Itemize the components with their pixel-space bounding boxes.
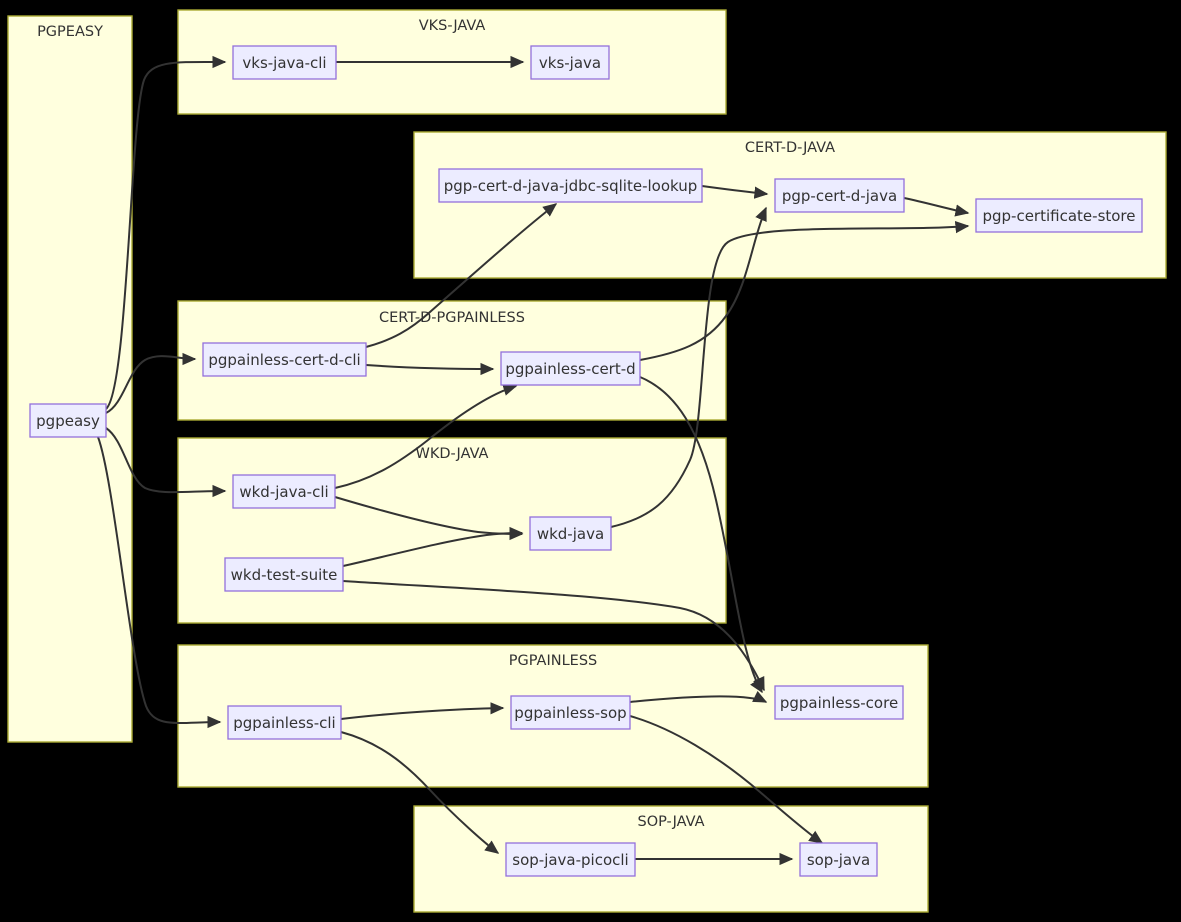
cluster-box <box>177 437 727 624</box>
node-label: pgpainless-core <box>780 694 898 712</box>
node-label: pgpainless-cert-d <box>505 360 635 378</box>
cluster-label: WKD-JAVA <box>416 446 489 462</box>
graph-node[interactable]: pgp-certificate-store <box>975 198 1143 233</box>
graph-edge <box>342 526 524 567</box>
graph-node[interactable]: pgpainless-core <box>774 685 904 720</box>
node-layer: pgpeasy vks-java-cli vks-java pgp-cert-d-ja… <box>29 45 1143 877</box>
node-box[interactable] <box>505 842 636 877</box>
graph-edge <box>639 376 763 694</box>
cluster-label: PGPAINLESS <box>509 653 598 669</box>
node-box[interactable] <box>500 351 641 386</box>
graph-edge <box>105 352 197 414</box>
cluster-label: PGPEASY <box>37 24 103 40</box>
graph-node[interactable]: wkd-java-cli <box>232 474 336 509</box>
node-label: pgp-certificate-store <box>982 207 1135 225</box>
node-box[interactable] <box>799 842 878 877</box>
cluster-label: CERT-D-JAVA <box>745 140 835 156</box>
node-box[interactable] <box>510 695 631 730</box>
node-box[interactable] <box>530 45 610 80</box>
node-label: wkd-java-cli <box>239 483 328 501</box>
graph-node[interactable]: pgpeasy <box>29 403 107 438</box>
graph-cluster: WKD-JAVA <box>177 437 727 624</box>
graph-node[interactable]: wkd-test-suite <box>224 557 344 592</box>
node-box[interactable] <box>438 168 703 203</box>
node-box[interactable] <box>529 516 612 551</box>
graph-edge <box>105 55 227 410</box>
graph-node[interactable]: wkd-java <box>529 516 612 551</box>
node-label: pgpeasy <box>36 412 100 430</box>
node-box[interactable] <box>202 342 367 377</box>
graph-edge <box>340 702 505 720</box>
node-label: pgp-cert-d-java-jdbc-sqlite-lookup <box>444 177 698 195</box>
graph-node[interactable]: pgpainless-cli <box>227 705 342 740</box>
graph-edge <box>97 436 222 729</box>
graph-edge <box>639 206 767 361</box>
graph-node[interactable]: pgp-cert-d-java-jdbc-sqlite-lookup <box>438 168 703 203</box>
node-box[interactable] <box>232 45 337 80</box>
node-box[interactable] <box>975 198 1143 233</box>
graph-node[interactable]: sop-java <box>799 842 878 877</box>
edge-layer <box>97 55 970 866</box>
graph-node[interactable]: sop-java-picocli <box>505 842 636 877</box>
cluster-label: VKS-JAVA <box>419 18 486 34</box>
node-label: vks-java-cli <box>242 54 326 72</box>
node-label: pgpainless-cli <box>233 714 335 732</box>
cluster-label: SOP-JAVA <box>637 814 704 830</box>
node-box[interactable] <box>224 557 344 592</box>
graph-edge <box>629 690 768 703</box>
node-label: wkd-java <box>537 525 604 543</box>
graph-node[interactable]: pgp-cert-d-java <box>774 178 905 213</box>
graph-node[interactable]: pgpainless-cert-d-cli <box>202 342 367 377</box>
graph-edge <box>365 362 495 376</box>
graph-edge <box>340 731 500 854</box>
graph-node[interactable]: vks-java <box>530 45 610 80</box>
node-label: pgpainless-cert-d-cli <box>208 351 360 369</box>
graph-edge <box>342 580 765 692</box>
cluster-label: CERT-D-PGPAINLESS <box>379 310 525 326</box>
cluster-layer: PGPEASY VKS-JAVA CERT-D-JAVA CERT-D-PGPAINL… <box>7 9 1167 913</box>
cluster-box <box>7 15 133 743</box>
graph-edge <box>903 197 970 217</box>
graph-cluster: PGPEASY <box>7 15 133 743</box>
graph-node[interactable]: pgpainless-cert-d <box>500 351 641 386</box>
node-label: wkd-test-suite <box>231 566 338 584</box>
graph-node[interactable]: vks-java-cli <box>232 45 337 80</box>
node-box[interactable] <box>774 178 905 213</box>
graph-edge <box>701 185 769 199</box>
node-box[interactable] <box>774 685 904 720</box>
node-label: sop-java-picocli <box>512 851 628 869</box>
node-box[interactable] <box>232 474 336 509</box>
graph-edge <box>334 383 518 489</box>
graph-edge <box>105 427 227 498</box>
node-label: sop-java <box>807 851 870 869</box>
node-label: pgpainless-sop <box>514 704 626 722</box>
graph-edge <box>365 203 558 348</box>
node-box[interactable] <box>227 705 342 740</box>
graph-edge <box>610 220 970 528</box>
node-label: vks-java <box>539 54 601 72</box>
graph-node[interactable]: pgpainless-sop <box>510 695 631 730</box>
node-label: pgp-cert-d-java <box>782 187 897 205</box>
node-box[interactable] <box>29 403 107 438</box>
graph-edge <box>629 715 824 844</box>
